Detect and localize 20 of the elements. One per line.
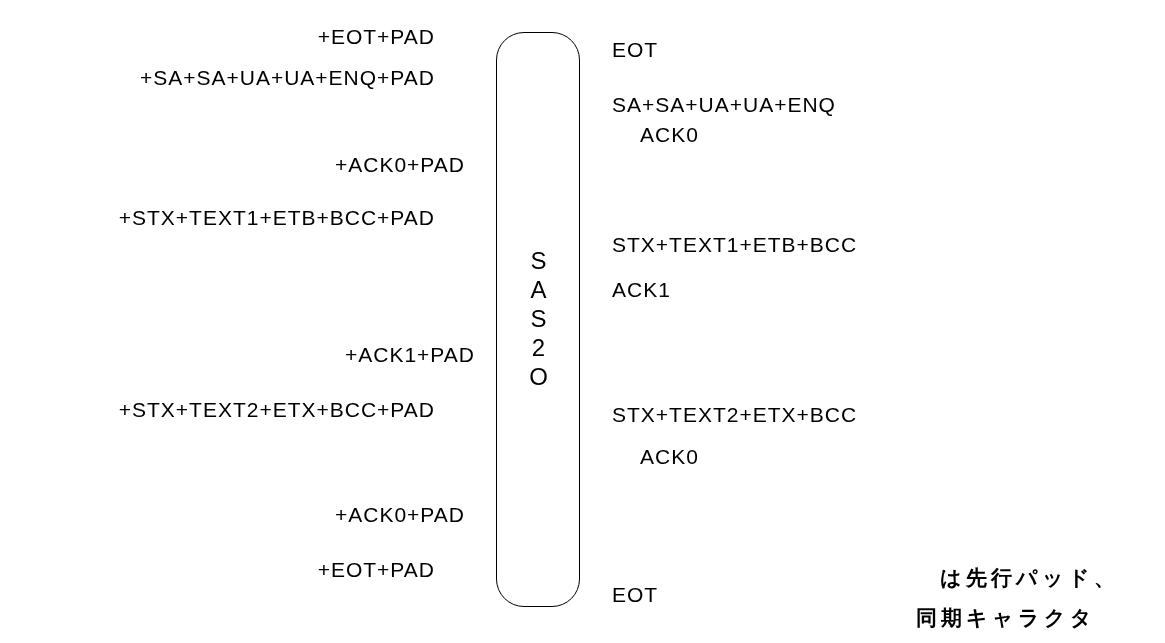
- signal-sequence: +EOT+PAD: [317, 25, 435, 49]
- signal-sequence: ACK0: [640, 123, 699, 147]
- note-text: 同期キャラクタ: [916, 606, 1096, 630]
- signal-sequence: EOT: [612, 38, 659, 62]
- rounded-box: [496, 32, 580, 607]
- signal-sequence: +ACK0+PAD: [335, 503, 465, 527]
- signal-sequence: +STX+TEXT1+ETB+BCC+PAD: [118, 206, 435, 230]
- note-text: は先行パッド、: [940, 566, 1119, 590]
- signal-sequence: +ACK0+PAD: [335, 153, 465, 177]
- signal-sequence: EOT: [612, 583, 659, 607]
- signal-sequence: +STX+TEXT2+ETX+BCC+PAD: [118, 398, 435, 422]
- signal-sequence: +ACK1+PAD: [345, 343, 475, 367]
- signal-sequence: +SA+SA+UA+UA+ENQ+PAD: [139, 66, 435, 90]
- signal-sequence: +EOT+PAD: [317, 558, 435, 582]
- signal-sequence: STX+TEXT2+ETX+BCC: [612, 403, 858, 427]
- signal-sequence: ACK1: [612, 278, 671, 302]
- signal-sequence: SA+SA+UA+UA+ENQ: [612, 93, 836, 117]
- signal-sequence: ACK0: [640, 445, 699, 469]
- signal-sequence: STX+TEXT1+ETB+BCC: [612, 233, 858, 257]
- vertical-label: SAS2O: [526, 247, 550, 392]
